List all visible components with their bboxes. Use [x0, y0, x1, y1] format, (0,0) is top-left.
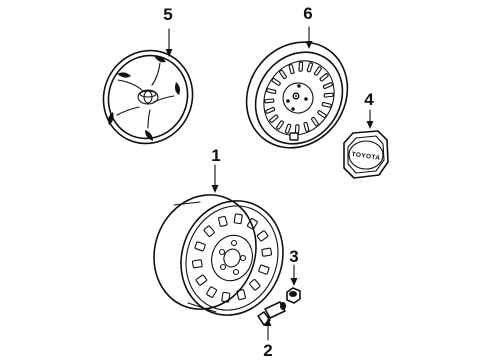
callout-4: 4	[364, 90, 374, 109]
wheel-cover-part	[245, 26, 349, 149]
callout-1: 1	[211, 146, 220, 165]
callout-6: 6	[303, 4, 312, 23]
callout-3: 3	[289, 247, 298, 266]
wheel-cover-vents	[264, 61, 334, 135]
valve-stem-part	[257, 301, 286, 341]
callout-2: 2	[263, 341, 272, 360]
wheel-vent-holes	[191, 213, 273, 303]
hub-cap-part	[102, 28, 194, 145]
center-cap-logo: TOYOTA	[351, 151, 381, 162]
steel-wheel-part	[153, 164, 284, 316]
lug-nut-part	[286, 264, 301, 304]
center-cap-part: TOYOTA	[343, 109, 389, 179]
callout-5: 5	[163, 5, 172, 24]
